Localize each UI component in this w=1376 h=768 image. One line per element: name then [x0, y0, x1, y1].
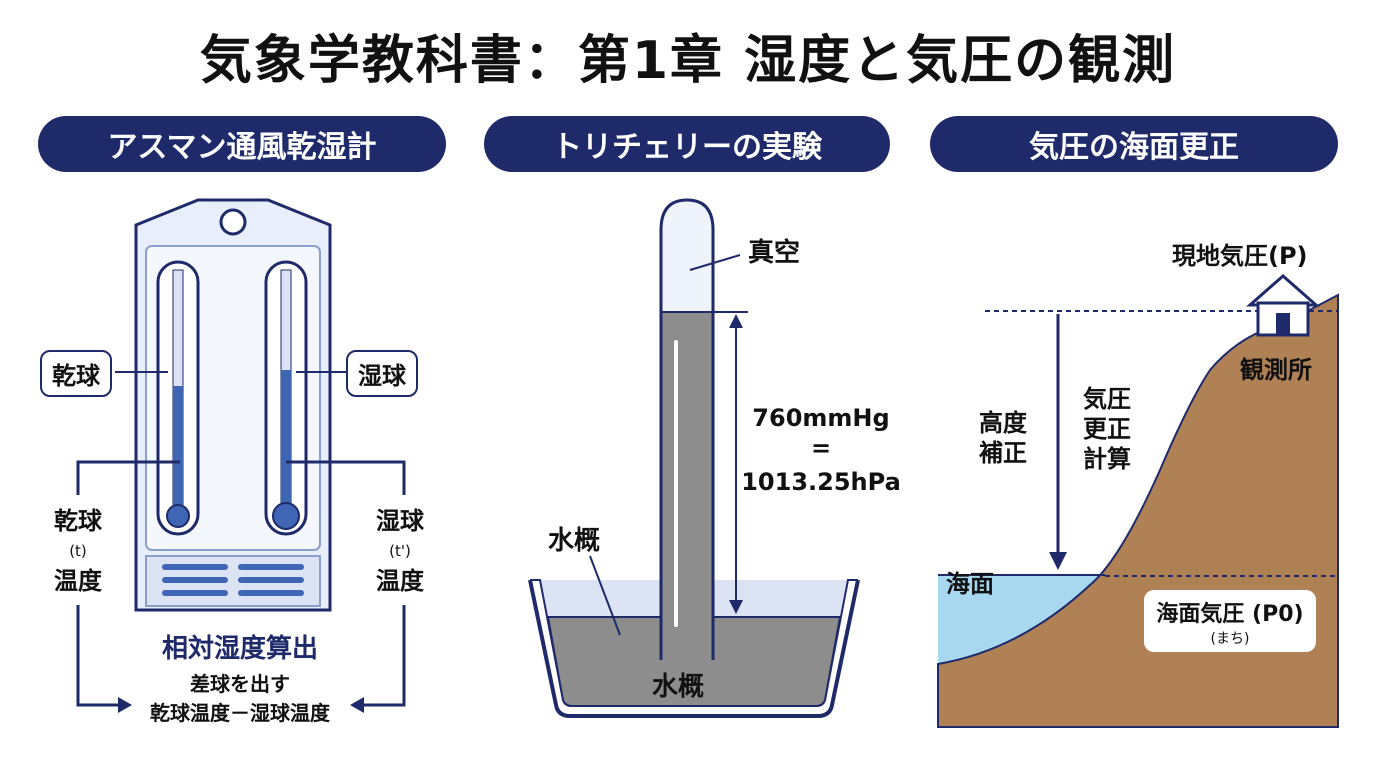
- sea-level-pressure-label: 海面気圧 (P0): [1156, 602, 1304, 627]
- station-pressure-label: 現地気圧(P): [1172, 242, 1308, 270]
- arrow-right-icon: [118, 697, 132, 713]
- torricelli-heading: トリチェリーの実験: [484, 116, 890, 172]
- equals-sign: =: [810, 434, 832, 462]
- torricelli-illustration: [528, 198, 860, 718]
- height-correction-label: 高度 補正: [979, 409, 1027, 467]
- sea-level-heading: 気圧の海面更正: [930, 116, 1338, 172]
- pressure-hpa: 1013.25hPa: [741, 468, 901, 496]
- dry-bulb-temperature: 乾球 (t) 温度: [54, 507, 102, 595]
- psychrometer-illustration: [76, 198, 406, 713]
- sea-level-label: 海面: [946, 570, 994, 598]
- page-title: 気象学教科書：第1章 湿度と気圧の観測: [199, 31, 1177, 91]
- arrow-up-icon: [729, 314, 743, 328]
- wet-bulb-label: 湿球: [346, 350, 418, 397]
- sea-level-pressure-box: 海面気圧 (P0) (まち): [1144, 590, 1316, 652]
- mercury-basin: [546, 616, 842, 707]
- calc-step-2: 乾球温度－湿球温度: [150, 701, 330, 725]
- vacuum-space: [661, 200, 713, 312]
- wet-bulb-temperature: 湿球 (t') 温度: [376, 507, 424, 595]
- pressure-correction-label: 気圧 更正 計算: [1083, 385, 1131, 473]
- hanging-hook-icon: [219, 208, 247, 236]
- sea-level-pressure-sub: (まち): [1210, 631, 1250, 647]
- glass-tube: [659, 198, 715, 660]
- arrow-left-icon: [350, 697, 364, 713]
- station-label: 観測所: [1240, 356, 1312, 384]
- arrow-down-icon: [1049, 552, 1067, 570]
- vacuum-label: 真空: [748, 238, 801, 268]
- sea-level-illustration: [937, 274, 1339, 728]
- mercury-column: [661, 312, 713, 642]
- dry-bulb-label: 乾球: [40, 350, 112, 397]
- relative-humidity-title: 相対湿度算出: [161, 634, 318, 664]
- calc-step-1: 差球を出す: [190, 672, 290, 696]
- arrow-down-icon: [729, 600, 743, 614]
- pressure-mmhg: 760mmHg: [752, 404, 890, 432]
- mercury-label: 水概: [548, 526, 601, 556]
- mercury-basin-label: 水概: [652, 672, 705, 702]
- observatory-house-icon: [1246, 274, 1320, 337]
- assmann-heading: アスマン通風乾湿計: [38, 116, 446, 172]
